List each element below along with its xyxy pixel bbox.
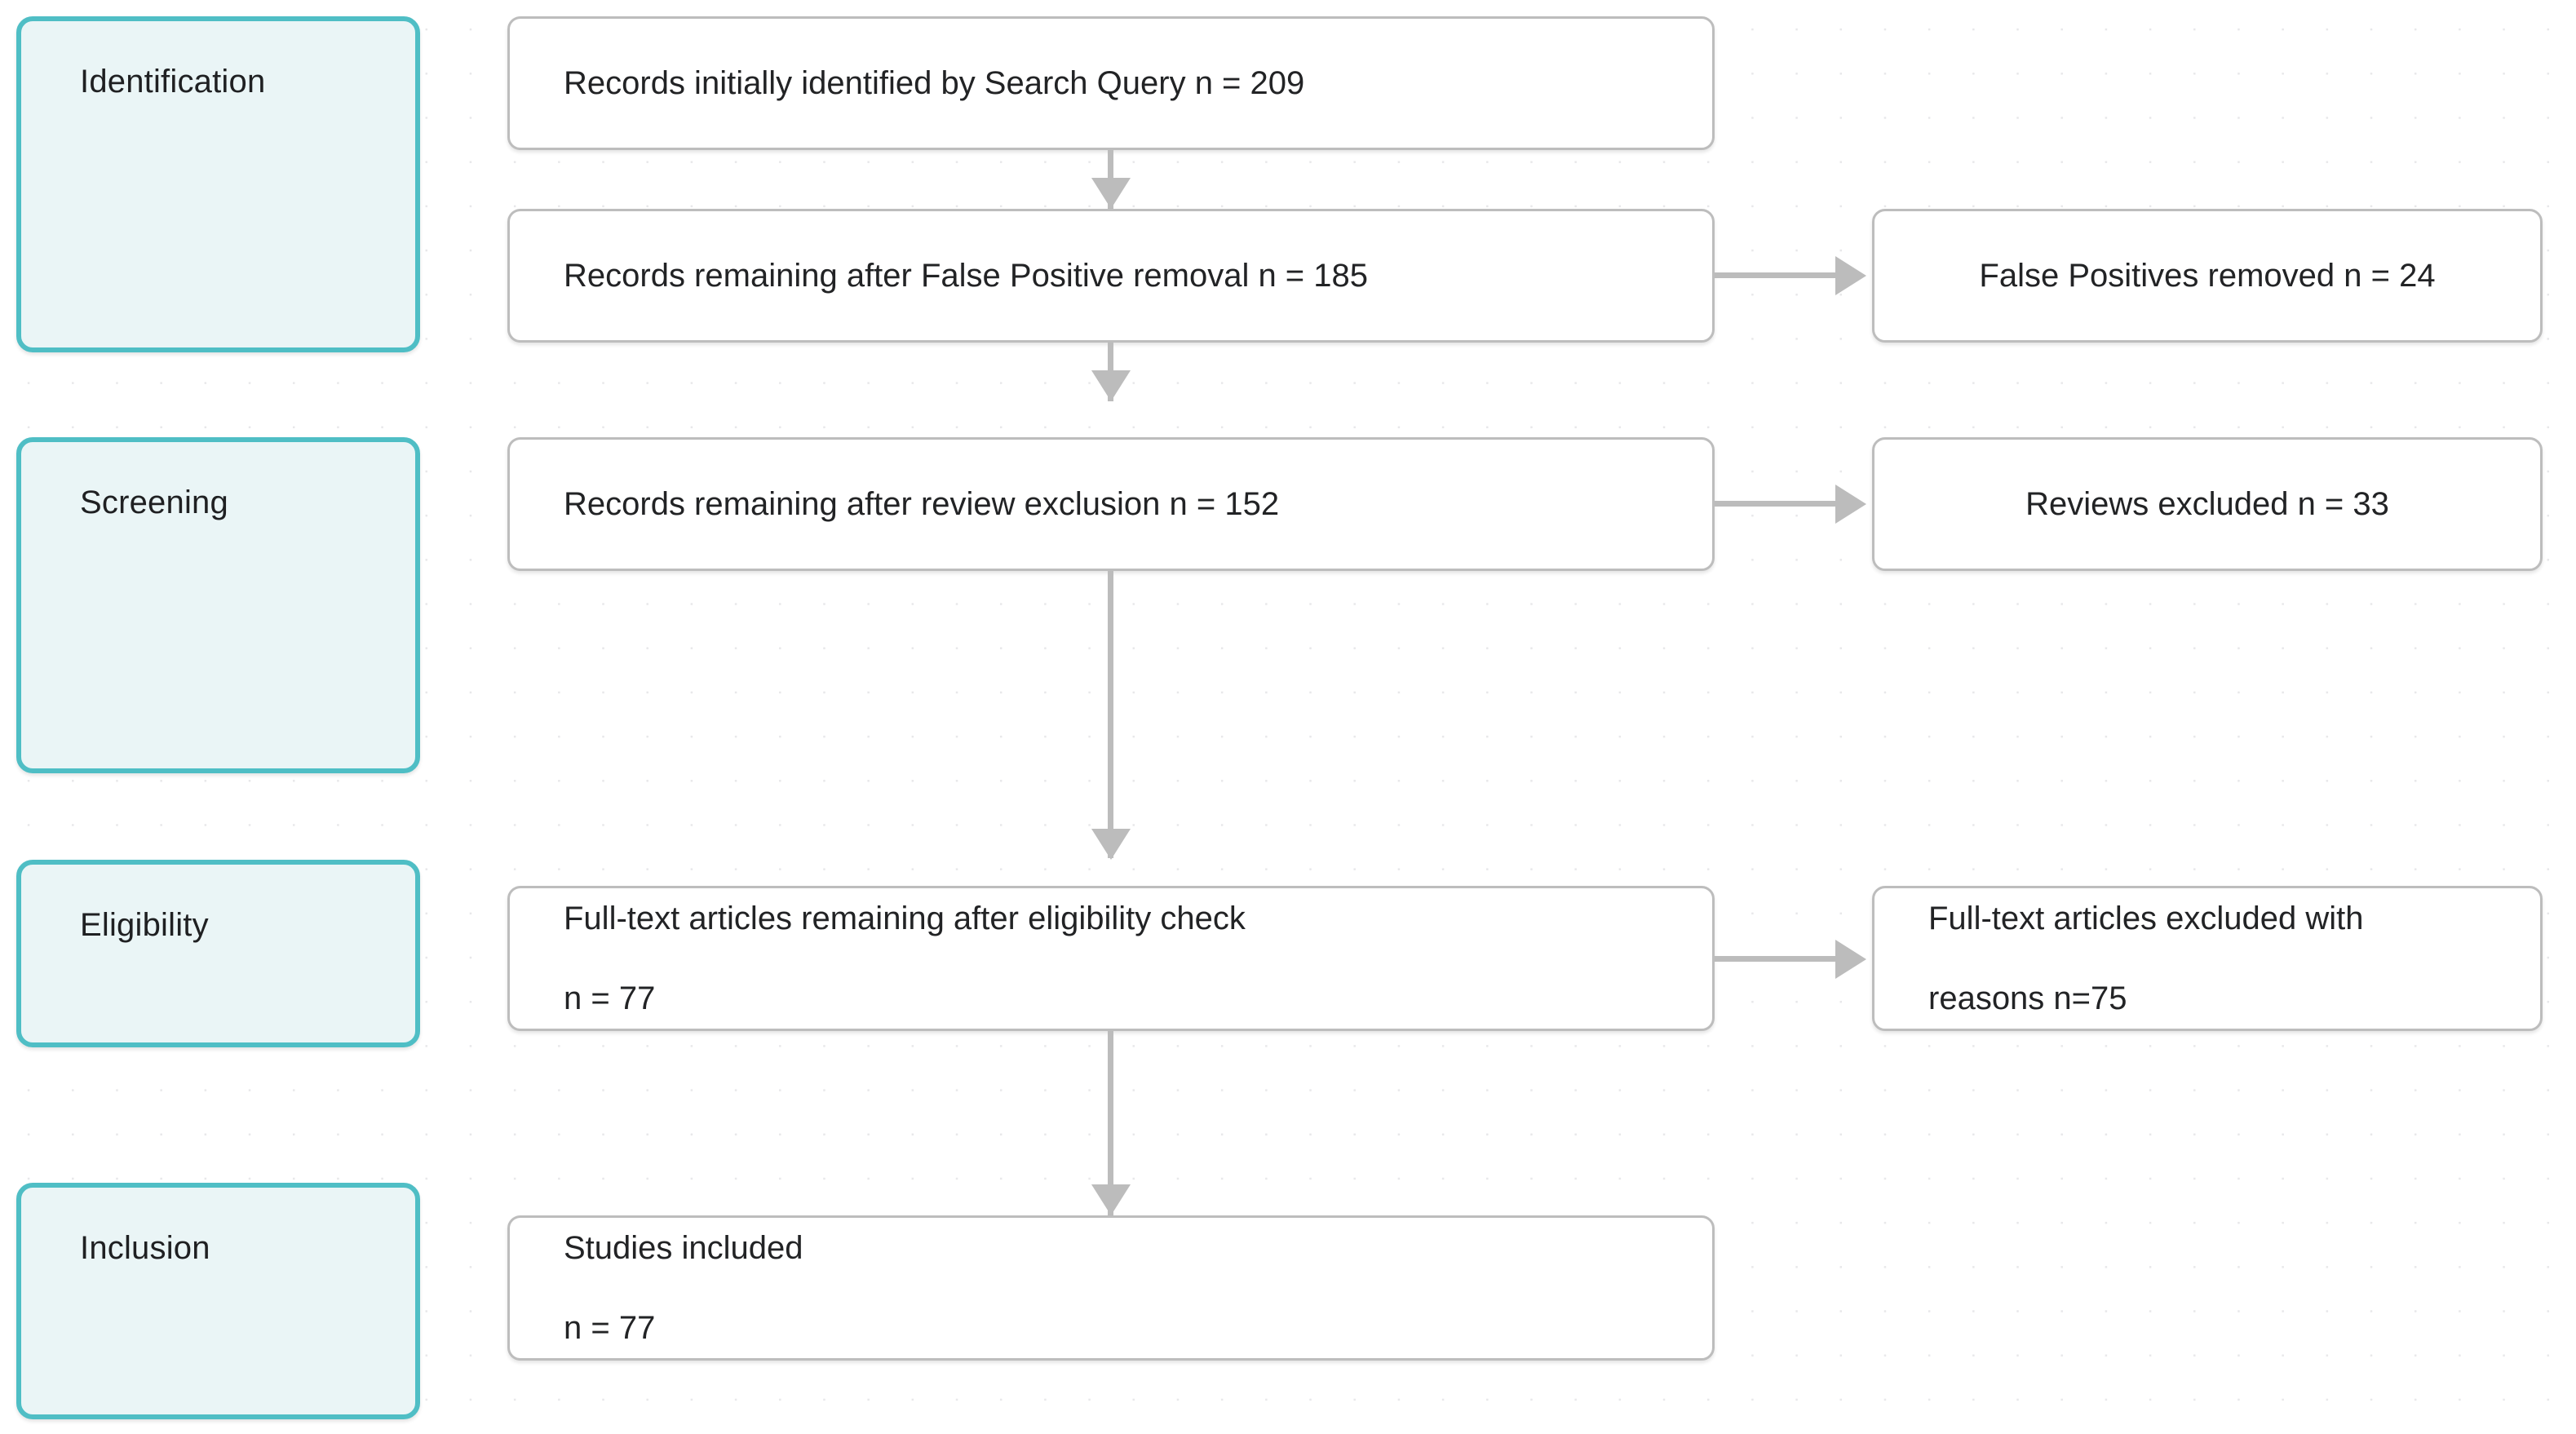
arrowhead-to-false-positives-removed	[1835, 256, 1866, 295]
arrowhead-eligibility-to-included	[1091, 1184, 1131, 1215]
node-after-false-positive-removal[interactable]: Records remaining after False Positive r…	[507, 209, 1715, 343]
node-eligibility-remaining[interactable]: Full-text articles remaining after eligi…	[507, 886, 1715, 1031]
connector-review-exclusion-to-eligibility	[1108, 571, 1113, 858]
node-eligibility-remaining-line1: Full-text articles remaining after eligi…	[564, 901, 1246, 936]
node-reviews-excluded-line1: Reviews excluded n = 33	[2025, 486, 2389, 522]
connector-to-reviews-excluded	[1715, 501, 1843, 507]
node-reviews-excluded[interactable]: Reviews excluded n = 33	[1872, 437, 2543, 571]
node-fulltext-excluded-line2: reasons n=75	[1928, 980, 2127, 1016]
node-after-review-exclusion-line1: Records remaining after review exclusion…	[564, 486, 1280, 522]
stage-box-identification[interactable]: Identification	[16, 16, 420, 352]
arrowhead-to-reviews-excluded	[1835, 485, 1866, 524]
node-studies-included-line2: n = 77	[564, 1310, 656, 1346]
node-after-false-positive-removal-line1: Records remaining after False Positive r…	[564, 258, 1369, 294]
node-eligibility-remaining-line2: n = 77	[564, 980, 656, 1016]
stage-box-eligibility[interactable]: Eligibility	[16, 860, 420, 1047]
stage-box-inclusion[interactable]: Inclusion	[16, 1183, 420, 1419]
node-studies-included-line1: Studies included	[564, 1230, 803, 1266]
stage-label-inclusion: Inclusion	[80, 1230, 210, 1266]
node-fulltext-excluded-line1: Full-text articles excluded with	[1928, 901, 2364, 936]
node-false-positives-removed[interactable]: False Positives removed n = 24	[1872, 209, 2543, 343]
arrowhead-identified-to-false-positive	[1091, 178, 1131, 209]
node-fulltext-excluded[interactable]: Full-text articles excluded with reasons…	[1872, 886, 2543, 1031]
arrowhead-false-positive-to-review-exclusion	[1091, 370, 1131, 401]
stage-label-eligibility: Eligibility	[80, 907, 209, 943]
stage-label-identification: Identification	[80, 64, 266, 100]
arrowhead-to-fulltext-excluded	[1835, 940, 1866, 979]
node-studies-included[interactable]: Studies included n = 77	[507, 1215, 1715, 1361]
node-after-review-exclusion[interactable]: Records remaining after review exclusion…	[507, 437, 1715, 571]
node-false-positives-removed-line1: False Positives removed n = 24	[1979, 258, 2436, 294]
connector-to-fulltext-excluded	[1715, 956, 1843, 962]
stage-box-screening[interactable]: Screening	[16, 437, 420, 773]
arrowhead-review-exclusion-to-eligibility	[1091, 829, 1131, 860]
connector-to-false-positives-removed	[1715, 272, 1843, 278]
node-records-identified-line1: Records initially identified by Search Q…	[564, 65, 1305, 101]
stage-label-screening: Screening	[80, 485, 228, 520]
node-records-identified[interactable]: Records initially identified by Search Q…	[507, 16, 1715, 150]
connector-eligibility-to-included	[1108, 1031, 1113, 1215]
